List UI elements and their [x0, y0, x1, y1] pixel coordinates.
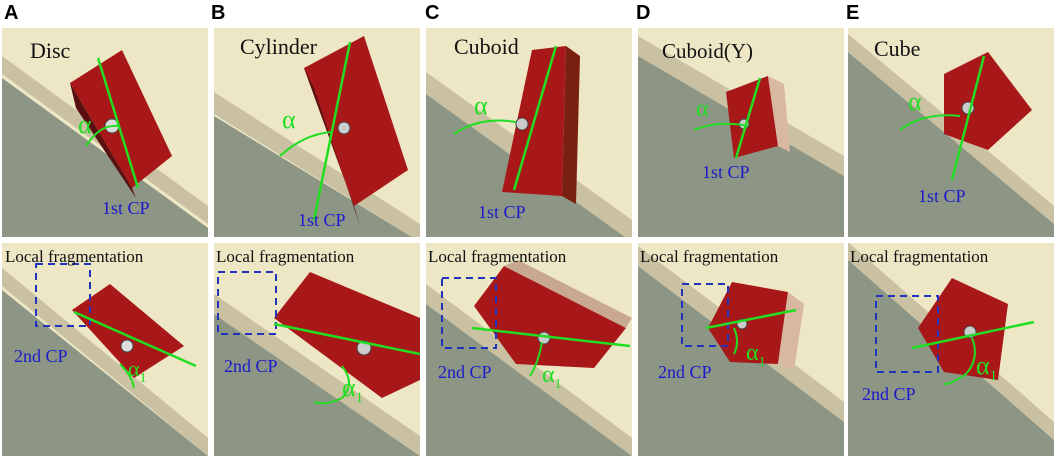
alpha1-label: α1 — [542, 362, 562, 392]
fragmentation-label: Local fragmentation — [216, 247, 355, 266]
panel-cylinder: α 1st CP Cylinder α1 Local fragmentation… — [214, 28, 420, 456]
shape-title: Cylinder — [240, 34, 318, 59]
alpha1-label: α1 — [128, 356, 147, 386]
fragmentation-box — [875, 295, 939, 373]
fragmentation-box — [35, 263, 91, 327]
fragmentation-box — [217, 271, 277, 335]
fragmentation-label: Local fragmentation — [640, 247, 779, 266]
shape-title: Cuboid(Y) — [662, 39, 753, 63]
fragmentation-label: Local fragmentation — [428, 247, 567, 266]
specimen-cylinder — [304, 36, 408, 226]
second-cp-label: 2nd CP — [438, 362, 492, 382]
panel-letter-c: C — [425, 2, 440, 24]
alpha-label: α — [282, 105, 296, 134]
alpha-label: α — [696, 96, 709, 122]
second-cp-label: 2nd CP — [658, 362, 712, 382]
second-cp-label: 2nd CP — [224, 356, 278, 376]
alpha1-label: α1 — [976, 351, 997, 384]
specimen-cylinder-impact — [274, 272, 420, 398]
shape-title: Cuboid — [454, 34, 519, 59]
alpha-label: α — [474, 91, 488, 120]
panel-cuboid: α 1st CP Cuboid α1 Local fragmentation 2… — [426, 28, 632, 456]
shape-title: Cube — [874, 36, 920, 61]
alpha1-label: α1 — [342, 373, 363, 406]
fragmentation-box — [441, 277, 497, 349]
alpha-label: α — [78, 110, 92, 139]
first-cp-label: 1st CP — [918, 186, 966, 206]
fragmentation-label: Local fragmentation — [5, 247, 144, 266]
panel-cube: α 1st CP Cube α1 Local fragmentation 2nd… — [848, 28, 1054, 456]
alpha1-label: α1 — [746, 340, 766, 370]
fragmentation-box — [681, 283, 729, 347]
panel-disc: α 1st CP Disc α1 Local fragmentation 2nd… — [2, 28, 208, 456]
first-cp-label: 1st CP — [478, 202, 526, 222]
first-cp-label: 1st CP — [298, 210, 346, 230]
shape-title: Disc — [30, 38, 71, 63]
specimen-disc-impact — [72, 284, 184, 378]
first-cp-label: 1st CP — [102, 198, 150, 218]
specimen-cuboid-impact — [474, 260, 632, 368]
panel-letter-b: B — [211, 2, 226, 24]
first-cp-label: 1st CP — [702, 162, 750, 182]
second-cp-label: 2nd CP — [14, 346, 68, 366]
fragmentation-label: Local fragmentation — [850, 247, 989, 266]
panel-letter-d: D — [636, 2, 651, 24]
panel-letter-a: A — [4, 2, 19, 24]
second-cp-label: 2nd CP — [862, 384, 916, 404]
alpha-label: α — [908, 87, 922, 116]
panel-cuboid-y: α 1st CP Cuboid(Y) α1 Local fragmentatio… — [638, 28, 844, 456]
panel-letter-e: E — [846, 2, 860, 24]
